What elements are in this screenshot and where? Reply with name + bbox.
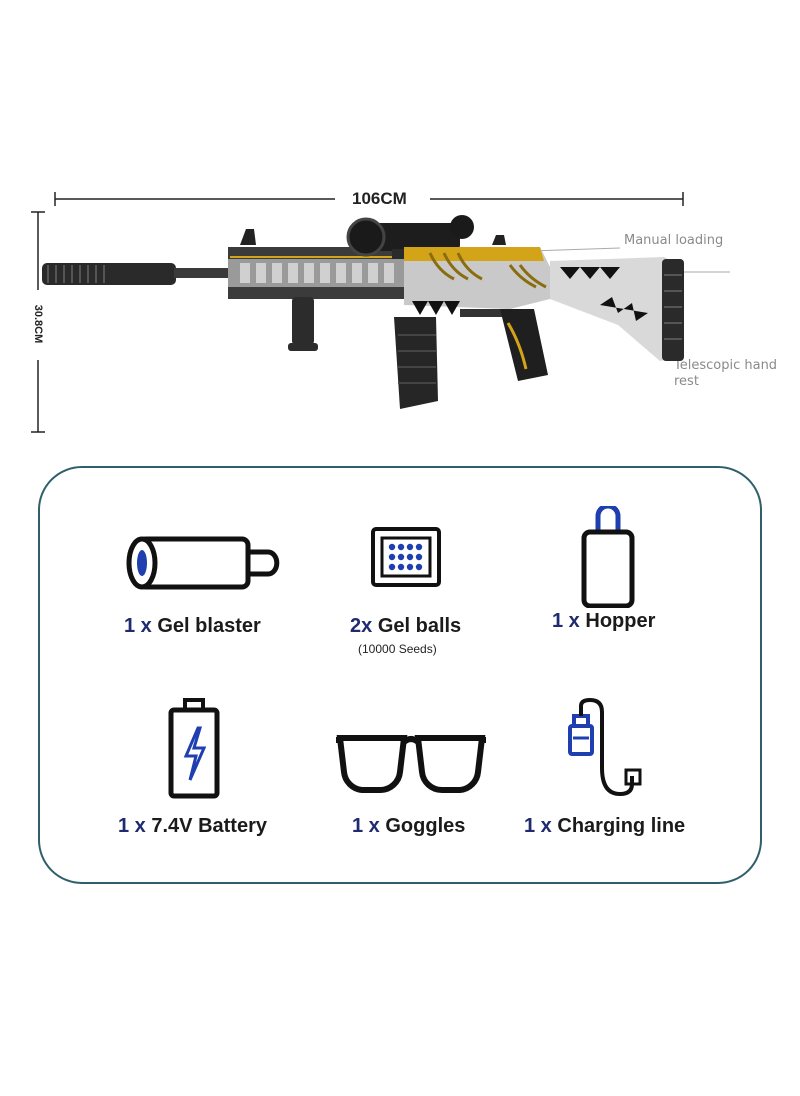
gel-balls-note: (10000 Seeds)	[358, 642, 437, 656]
package-contents-box	[38, 466, 762, 884]
gel-balls-icon	[371, 527, 441, 587]
gel-blaster-product-image	[42, 215, 684, 409]
hopper-icon	[581, 506, 635, 608]
item-gel-blaster: 1 x Gel blaster	[124, 615, 261, 637]
battery-icon	[168, 698, 220, 799]
item-gel-balls: 2x Gel balls	[350, 615, 462, 637]
item-hopper: 1 x Hopper	[552, 610, 656, 632]
callout-telescopic-2: rest	[674, 374, 699, 389]
item-charging-line: 1 x Charging line	[524, 815, 686, 837]
goggles-icon	[336, 735, 486, 794]
callout-telescopic-1: Telescopic hand	[674, 358, 778, 373]
gel-blaster-icon	[126, 536, 280, 590]
item-battery: 1 x 7.4V Battery	[118, 815, 267, 837]
charging-line-icon	[568, 698, 642, 797]
item-goggles: 1 x Goggles	[352, 815, 466, 837]
callout-manual-loading: Manual loading	[624, 233, 724, 248]
length-label: 106CM	[352, 189, 407, 208]
